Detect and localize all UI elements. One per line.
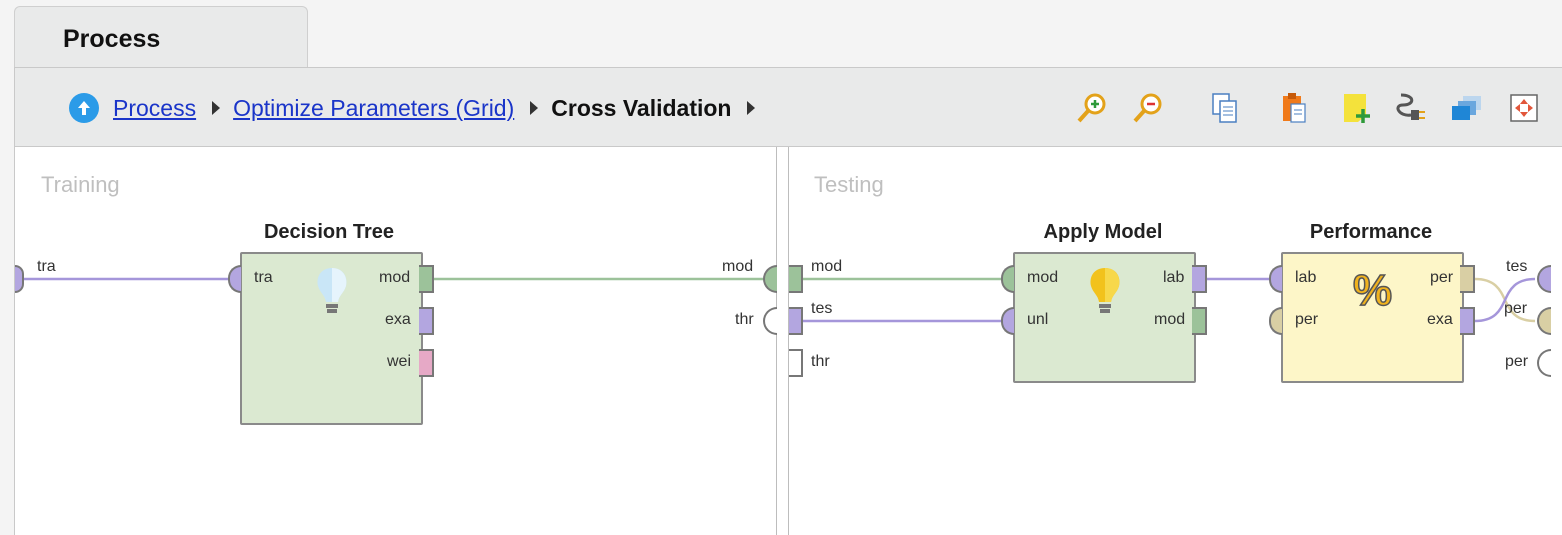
breadcrumb-current: Cross Validation <box>551 94 732 121</box>
breadcrumb-separator-icon <box>530 101 539 115</box>
process-tab-label: Process <box>63 25 161 53</box>
port-label: per <box>1505 353 1529 370</box>
lightbulb-icon <box>317 268 347 313</box>
decision-tree-operator[interactable] <box>240 252 423 425</box>
testing-title: Testing <box>814 172 884 197</box>
zoom-in-icon[interactable] <box>1074 88 1110 128</box>
port-label: per <box>1430 269 1454 286</box>
decision-tree-output-mod[interactable] <box>419 265 434 293</box>
port-label: tes <box>1506 258 1528 275</box>
testing-input-port-tes[interactable] <box>789 307 803 335</box>
decision-tree-output-exa[interactable] <box>419 307 434 335</box>
zoom-out-icon[interactable] <box>1130 88 1166 128</box>
decision-tree-output-wei[interactable] <box>419 349 434 377</box>
apply-model-title: Apply Model <box>1043 221 1163 243</box>
performance-output-per[interactable] <box>1460 265 1475 293</box>
up-arrow-icon[interactable] <box>69 93 99 123</box>
paste-icon[interactable] <box>1276 88 1312 128</box>
training-title: Training <box>41 172 120 197</box>
port-label: mod <box>1154 311 1186 328</box>
breadcrumb-process[interactable]: Process <box>113 94 197 121</box>
port-label: lab <box>1295 269 1317 286</box>
port-label: tes <box>811 300 833 317</box>
auto-wire-icon[interactable] <box>1394 88 1430 128</box>
port-label: lab <box>1163 269 1185 286</box>
port-label: exa <box>1427 311 1453 328</box>
port-label: mod <box>722 258 754 275</box>
add-note-icon[interactable] <box>1339 88 1375 128</box>
breadcrumb-expand-icon[interactable] <box>747 101 756 115</box>
testing-input-port-thr[interactable] <box>789 349 803 377</box>
arrange-icon[interactable] <box>1448 88 1484 128</box>
apply-model-output-mod[interactable] <box>1192 307 1207 335</box>
connection-wires <box>15 277 1536 323</box>
port-label: mod <box>379 269 411 286</box>
port-label: unl <box>1027 311 1049 328</box>
process-panel: Process Optimize Parameters (Grid) Cross… <box>14 67 1562 535</box>
testing-input-port-mod[interactable] <box>789 265 803 293</box>
fit-view-icon[interactable] <box>1506 88 1542 128</box>
performance-title: Performance <box>1309 221 1433 243</box>
apply-model-operator[interactable] <box>1013 252 1196 383</box>
port-label: mod <box>1027 269 1059 286</box>
subprocess-divider[interactable] <box>776 147 777 535</box>
lightbulb-icon <box>1090 268 1120 313</box>
process-toolbar: Process Optimize Parameters (Grid) Cross… <box>15 68 1562 147</box>
apply-model-output-lab[interactable] <box>1192 265 1207 293</box>
process-tab[interactable]: Process <box>14 6 308 69</box>
port-label: mod <box>811 258 843 275</box>
percent-icon: % <box>1352 265 1393 316</box>
copy-icon[interactable] <box>1207 88 1243 128</box>
port-label: tra <box>254 269 273 286</box>
subprocess-divider[interactable] <box>788 147 789 535</box>
port-label: tra <box>37 258 56 275</box>
breadcrumb-optimize-parameters[interactable]: Optimize Parameters (Grid) <box>233 94 515 121</box>
performance-output-exa[interactable] <box>1460 307 1475 335</box>
port-label: per <box>1295 311 1319 328</box>
port-label: thr <box>735 311 754 328</box>
breadcrumb: Process Optimize Parameters (Grid) Cross… <box>69 90 768 126</box>
port-label: exa <box>385 311 411 328</box>
port-label: per <box>1504 300 1528 317</box>
port-label: thr <box>811 353 830 370</box>
port-label: wei <box>387 353 412 370</box>
decision-tree-title: Decision Tree <box>263 221 395 243</box>
breadcrumb-separator-icon <box>212 101 221 115</box>
